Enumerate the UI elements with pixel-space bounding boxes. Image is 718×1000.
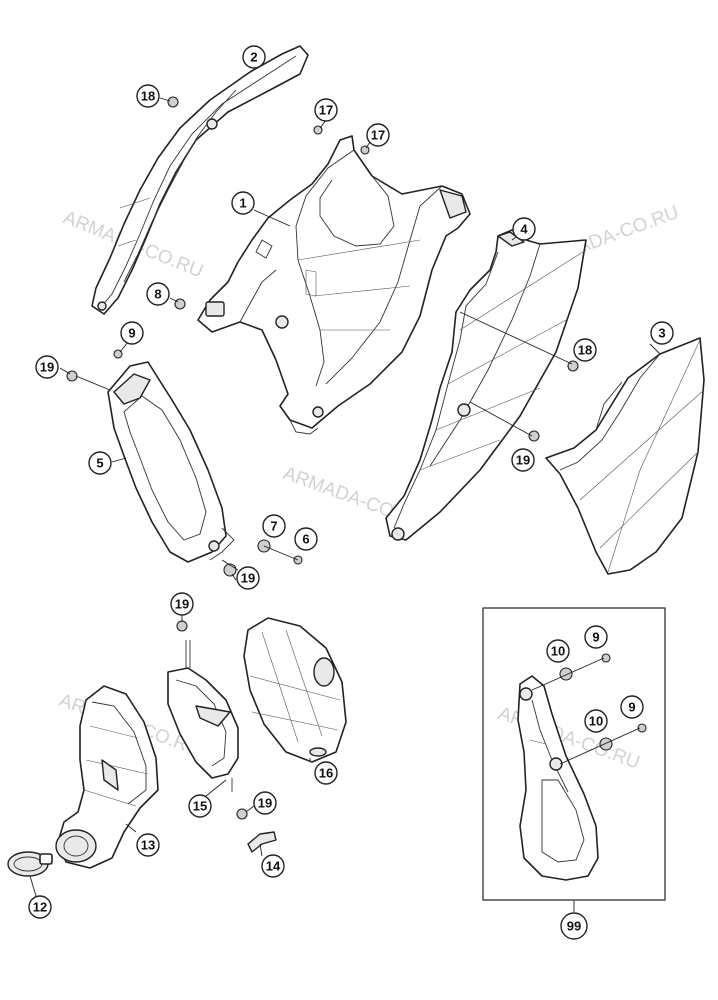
callout-17-left: 17	[314, 98, 338, 122]
callout-label: 9	[128, 326, 135, 341]
part-3-cover-plate	[545, 337, 705, 575]
callout-12: 12	[28, 895, 52, 919]
callout-label: 99	[567, 919, 581, 934]
callout-18-right: 18	[573, 338, 597, 362]
part-15-filter-cage	[167, 640, 239, 792]
callout-label: 15	[193, 799, 207, 814]
callout-label: 17	[319, 103, 333, 118]
part-14-seal	[247, 831, 277, 853]
part-16-filter-cover	[243, 617, 347, 763]
callout-19-frame: 19	[236, 566, 260, 590]
part-4-side-panel	[385, 229, 587, 541]
callout-8: 8	[146, 282, 170, 306]
callout-9-kit-upper: 9	[584, 625, 608, 649]
callout-label: 2	[250, 50, 257, 65]
callout-10-upper: 10	[546, 639, 570, 663]
callout-label: 10	[589, 714, 603, 729]
callout-label: 14	[266, 859, 281, 874]
callout-label: 10	[551, 644, 565, 659]
callout-9-top: 9	[120, 321, 144, 345]
callout-15: 15	[188, 794, 212, 818]
callout-16: 16	[314, 761, 338, 785]
callout-label: 6	[302, 532, 309, 547]
callout-label: 19	[516, 453, 530, 468]
callout-label: 8	[154, 287, 161, 302]
callout-label: 7	[270, 519, 277, 534]
callout-label: 9	[592, 630, 599, 645]
callout-18-left: 18	[136, 84, 160, 108]
part-5-filter-frame	[107, 361, 235, 563]
callout-4: 4	[512, 217, 536, 241]
callout-17-right: 17	[366, 123, 390, 147]
callout-19-cage-bottom: 19	[253, 791, 277, 815]
callout-10-lower: 10	[584, 709, 608, 733]
callout-19-left: 19	[35, 355, 59, 379]
callout-6: 6	[294, 527, 318, 551]
callout-1: 1	[231, 191, 255, 215]
callout-label: 4	[520, 222, 528, 237]
part-99-kit	[482, 607, 666, 912]
callouts: 1 2 3 4 5 6 7 8 9 9 9 10 10 12 13 14 15 …	[28, 45, 674, 940]
part-12-hose-clamp	[7, 851, 53, 877]
callout-13: 13	[136, 833, 160, 857]
callout-label: 18	[578, 343, 592, 358]
callout-label: 17	[371, 128, 385, 143]
callout-label: 19	[241, 571, 255, 586]
callout-label: 12	[33, 900, 47, 915]
callout-label: 9	[628, 700, 635, 715]
callout-label: 3	[658, 326, 665, 341]
callout-19-cage-top: 19	[170, 592, 194, 616]
callout-label: 19	[40, 360, 54, 375]
callout-label: 16	[319, 766, 333, 781]
part-2-side-rail	[91, 45, 309, 315]
callout-3: 3	[650, 321, 674, 345]
callout-label: 19	[175, 597, 189, 612]
callout-14: 14	[261, 854, 285, 878]
callout-label: 1	[239, 196, 246, 211]
part-1-airbox-housing	[197, 135, 471, 435]
callout-9-kit-lower: 9	[620, 695, 644, 719]
callout-2: 2	[242, 45, 266, 69]
callout-19-right: 19	[511, 448, 535, 472]
callout-99: 99	[560, 912, 588, 940]
callout-7: 7	[262, 514, 286, 538]
callout-label: 13	[141, 838, 155, 853]
callout-label: 18	[141, 89, 155, 104]
part-13-intake-boot	[55, 685, 159, 869]
callout-label: 19	[258, 796, 272, 811]
callout-5: 5	[88, 451, 112, 475]
callout-label: 5	[96, 456, 103, 471]
